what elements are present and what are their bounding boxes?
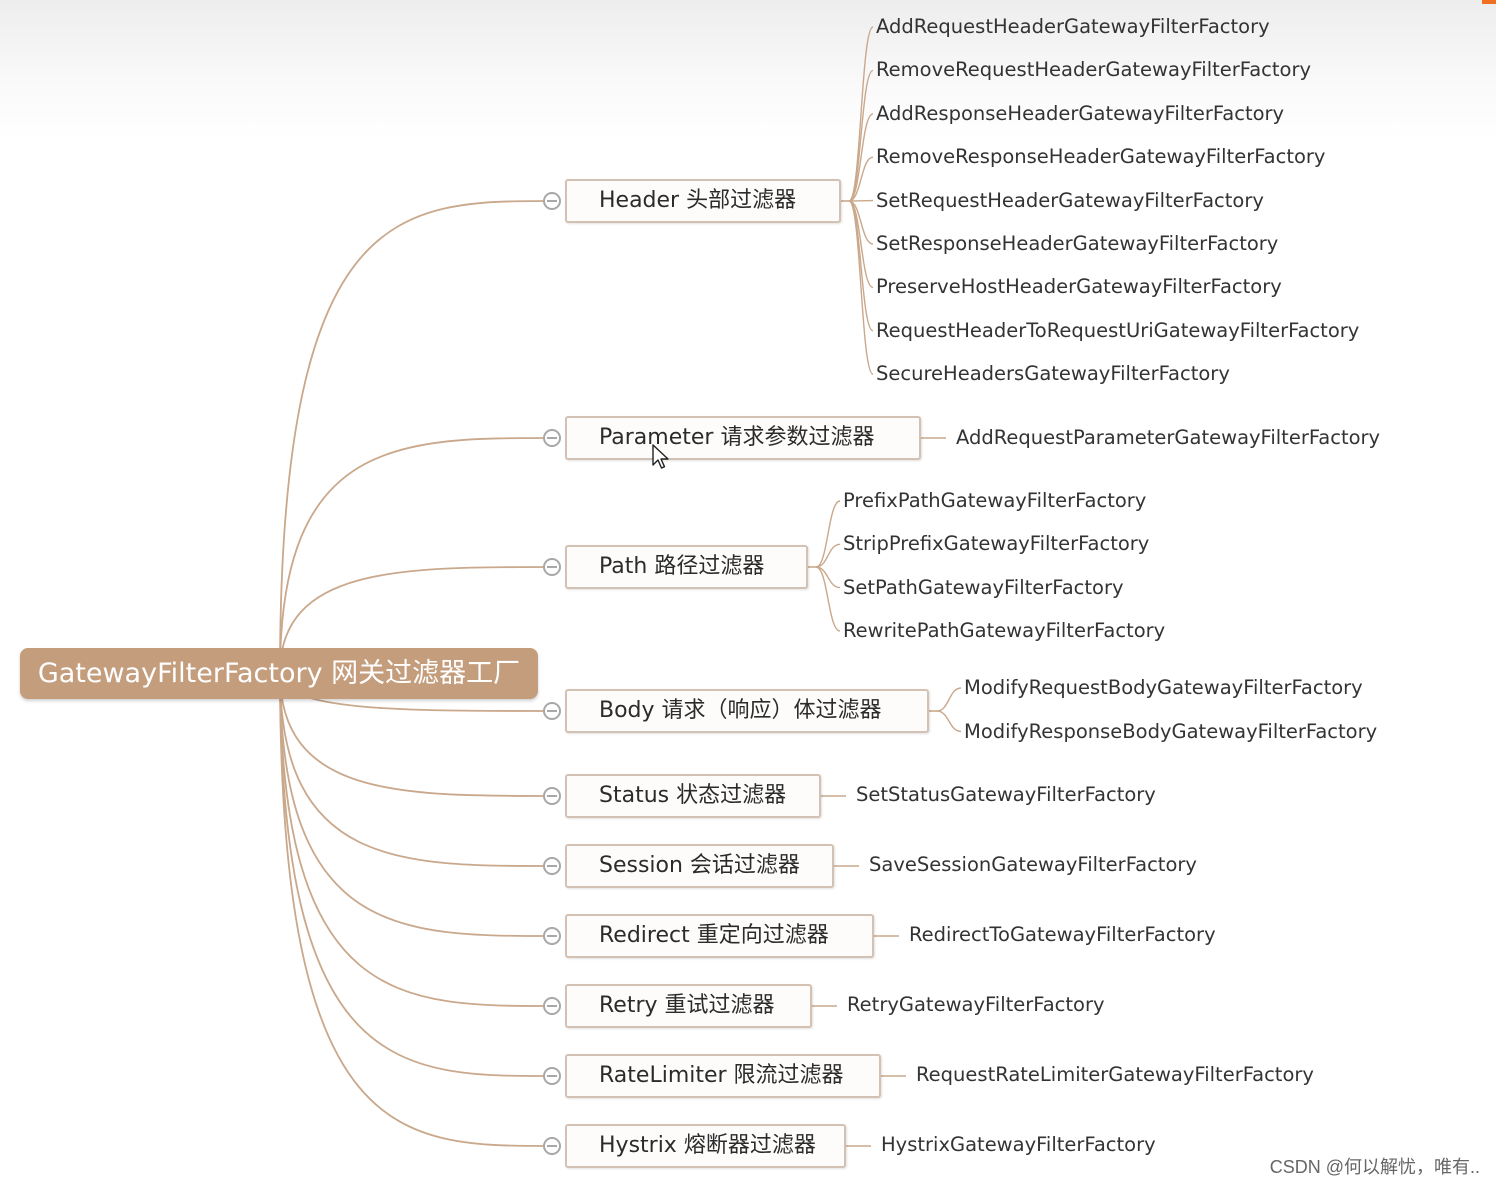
leaf-node[interactable]: HystrixGatewayFilterFactory	[881, 1133, 1156, 1156]
leaf-node[interactable]: SecureHeadersGatewayFilterFactory	[876, 362, 1230, 386]
connector-line	[848, 26, 874, 202]
collapse-minus-icon[interactable]	[543, 702, 561, 720]
connector-line	[848, 200, 874, 289]
branch-node[interactable]: Path 路径过滤器	[565, 545, 808, 589]
leaf-node[interactable]: PreserveHostHeaderGatewayFilterFactory	[876, 275, 1282, 299]
branch-node[interactable]: Parameter 请求参数过滤器	[565, 416, 921, 460]
connector-line	[936, 710, 962, 733]
leaf-node[interactable]: SetRequestHeaderGatewayFilterFactory	[876, 188, 1264, 212]
leaf-node[interactable]: RequestRateLimiterGatewayFilterFactory	[916, 1063, 1314, 1086]
connector-line	[279, 672, 552, 797]
leaf-node[interactable]: RemoveResponseHeaderGatewayFilterFactory	[876, 145, 1326, 169]
leaf-node[interactable]: SetStatusGatewayFilterFactory	[856, 783, 1156, 806]
branch-node[interactable]: Header 头部过滤器	[565, 179, 841, 223]
branch-node[interactable]: Session 会话过滤器	[565, 844, 834, 888]
connector-line	[279, 672, 552, 1147]
collapse-minus-icon[interactable]	[543, 429, 561, 447]
connector-line	[815, 543, 841, 568]
leaf-node[interactable]: RemoveRequestHeaderGatewayFilterFactory	[876, 58, 1312, 82]
connector-line	[279, 672, 552, 1077]
leaf-node[interactable]: SaveSessionGatewayFilterFactory	[869, 853, 1197, 876]
branch-node[interactable]: Retry 重试过滤器	[565, 984, 812, 1028]
leaf-node[interactable]: AddRequestParameterGatewayFilterFactory	[956, 426, 1381, 449]
connector-line	[279, 672, 552, 937]
collapse-minus-icon[interactable]	[543, 997, 561, 1015]
branch-node[interactable]: Redirect 重定向过滤器	[565, 914, 874, 958]
connector-line	[279, 437, 552, 674]
connector-line	[848, 156, 874, 202]
connector-line	[848, 200, 874, 375]
leaf-node[interactable]: SetPathGatewayFilterFactory	[843, 575, 1124, 599]
connector-line	[936, 687, 962, 712]
watermark: CSDN @何以解忧，唯有..	[1269, 1157, 1480, 1177]
leaf-node[interactable]: ModifyRequestBodyGatewayFilterFactory	[964, 676, 1363, 699]
branch-node[interactable]: RateLimiter 限流过滤器	[565, 1054, 881, 1098]
leaf-node[interactable]: RewritePathGatewayFilterFactory	[843, 618, 1166, 642]
collapse-minus-icon[interactable]	[543, 787, 561, 805]
collapse-minus-icon[interactable]	[543, 1067, 561, 1085]
collapse-minus-icon[interactable]	[543, 192, 561, 210]
leaf-node[interactable]: ModifyResponseBodyGatewayFilterFactory	[964, 719, 1378, 743]
leaf-node[interactable]: SetResponseHeaderGatewayFilterFactory	[876, 232, 1279, 255]
branch-node[interactable]: Hystrix 熔断器过滤器	[565, 1124, 846, 1168]
connector-line	[279, 672, 552, 1007]
connector-line	[279, 566, 552, 674]
leaf-node[interactable]: StripPrefixGatewayFilterFactory	[843, 532, 1150, 556]
collapse-minus-icon[interactable]	[543, 857, 561, 875]
corner-accent	[1482, 0, 1496, 4]
collapse-minus-icon[interactable]	[543, 1137, 561, 1155]
leaf-node[interactable]: PrefixPathGatewayFilterFactory	[843, 489, 1147, 512]
connector-line	[279, 200, 552, 674]
connector-line	[848, 113, 874, 202]
leaf-node[interactable]: RedirectToGatewayFilterFactory	[909, 923, 1216, 946]
mouse-cursor-icon	[652, 444, 669, 469]
connector-line	[848, 69, 874, 202]
branch-node[interactable]: Status 状态过滤器	[565, 774, 821, 818]
leaf-node[interactable]: RequestHeaderToRequestUriGatewayFilterFa…	[876, 318, 1360, 342]
leaf-node[interactable]: AddResponseHeaderGatewayFilterFactory	[876, 101, 1285, 125]
connector-line	[815, 566, 841, 632]
connector-line	[815, 500, 841, 568]
leaf-node[interactable]: RetryGatewayFilterFactory	[847, 993, 1105, 1016]
collapse-minus-icon[interactable]	[543, 558, 561, 576]
branch-node[interactable]: Body 请求（响应）体过滤器	[565, 689, 929, 733]
leaf-node[interactable]: AddRequestHeaderGatewayFilterFactory	[876, 15, 1270, 38]
root-node[interactable]: GatewayFilterFactory 网关过滤器工厂	[20, 648, 538, 699]
collapse-minus-icon[interactable]	[543, 927, 561, 945]
connector-line	[279, 672, 552, 867]
